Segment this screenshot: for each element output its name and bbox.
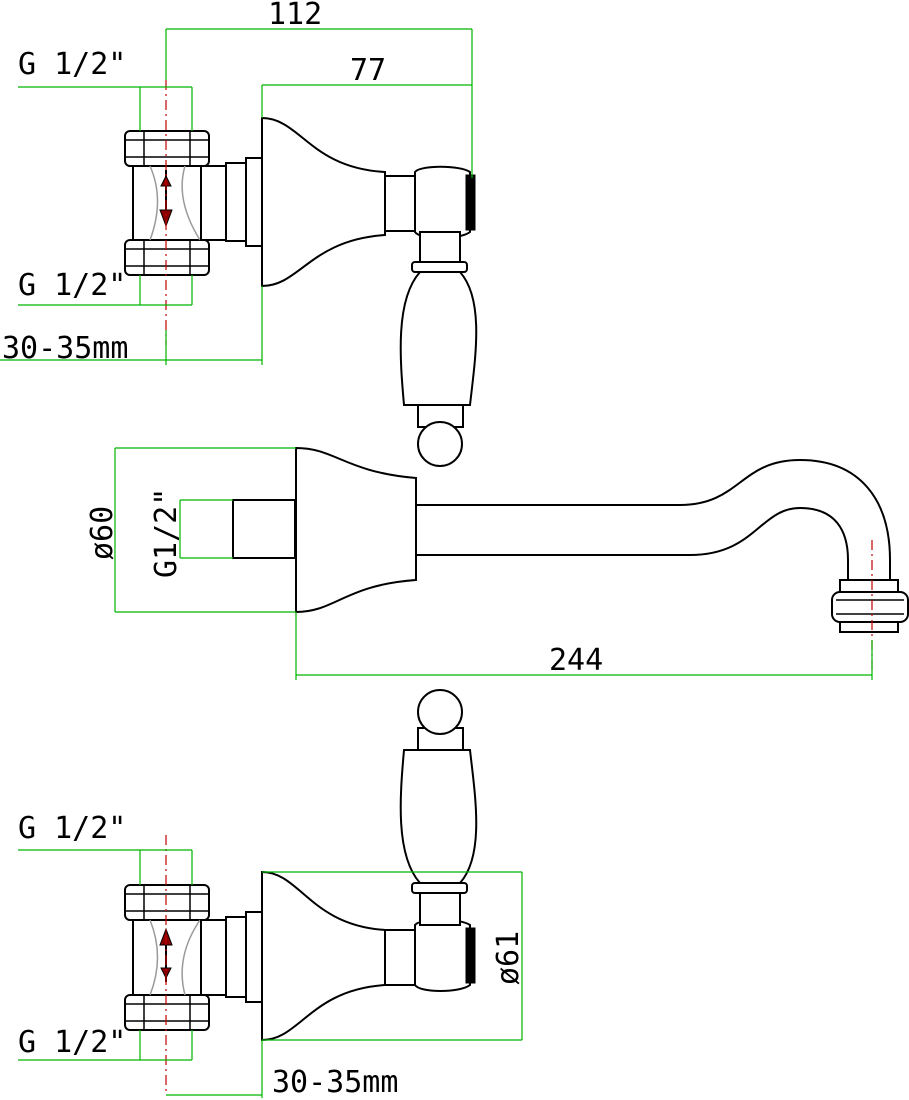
dim-bottom-inlet-upper: G 1/2" [18, 811, 126, 846]
top-lever-knob [417, 421, 463, 467]
top-ceramic-lever [399, 271, 478, 406]
spout-aerator-tip [839, 621, 899, 633]
top-valve-assembly [124, 116, 478, 467]
bottom-handle-hub [414, 918, 471, 992]
dim-top-overall: 112 [268, 0, 322, 32]
top-lower-hex-nut [124, 239, 210, 276]
spout-assembly [232, 446, 909, 633]
top-hub-cap [465, 174, 476, 231]
bottom-valve-assembly [124, 689, 478, 1042]
top-escutcheon [261, 116, 386, 288]
bottom-dimensions: G 1/2" G 1/2" ø61 30-35mm [18, 811, 526, 1100]
dim-top-inlet-upper: G 1/2" [18, 47, 126, 82]
dim-top-wall-depth: 30-35mm [2, 331, 128, 366]
top-cartridge [384, 175, 416, 232]
spout-aerator-ring [839, 579, 899, 593]
dim-top-handle: 77 [350, 53, 386, 88]
spout-pipe [415, 458, 891, 589]
bottom-handle-collar [411, 882, 468, 894]
dim-top-inlet-lower: G 1/2" [18, 268, 126, 303]
bottom-valve-body [132, 911, 263, 1003]
top-dimensions: 112 77 G 1/2" G 1/2" 30-35mm [0, 0, 473, 366]
bottom-escutcheon [261, 870, 386, 1042]
spout-escutcheon [295, 446, 417, 614]
spout-inlet-thread [232, 499, 296, 559]
dim-bottom-handle-diameter: ø61 [491, 931, 526, 985]
dim-spout-diameter: ø60 [85, 506, 120, 560]
bottom-ceramic-lever [399, 749, 478, 884]
top-upper-hex-nut [124, 130, 210, 167]
bottom-handle-stem [419, 892, 461, 926]
dim-bottom-inlet-lower: G 1/2" [18, 1025, 126, 1060]
top-valve-body [132, 157, 263, 247]
spout-dimensions: ø60 G1/2" 244 [85, 447, 873, 680]
top-handle-hub [414, 165, 471, 239]
top-handle-stem [419, 231, 461, 263]
bottom-lower-hex-nut [124, 994, 210, 1031]
bottom-lever-knob [417, 689, 463, 735]
dim-spout-length: 244 [549, 643, 603, 678]
dim-bottom-wall-depth: 30-35mm [272, 1065, 398, 1100]
top-handle-collar [411, 261, 468, 273]
bottom-hub-cap [465, 927, 476, 984]
bottom-cartridge [384, 929, 416, 986]
bottom-upper-hex-nut [124, 884, 210, 921]
spout-aerator [831, 591, 909, 623]
dim-spout-thread: G1/2" [149, 488, 184, 578]
